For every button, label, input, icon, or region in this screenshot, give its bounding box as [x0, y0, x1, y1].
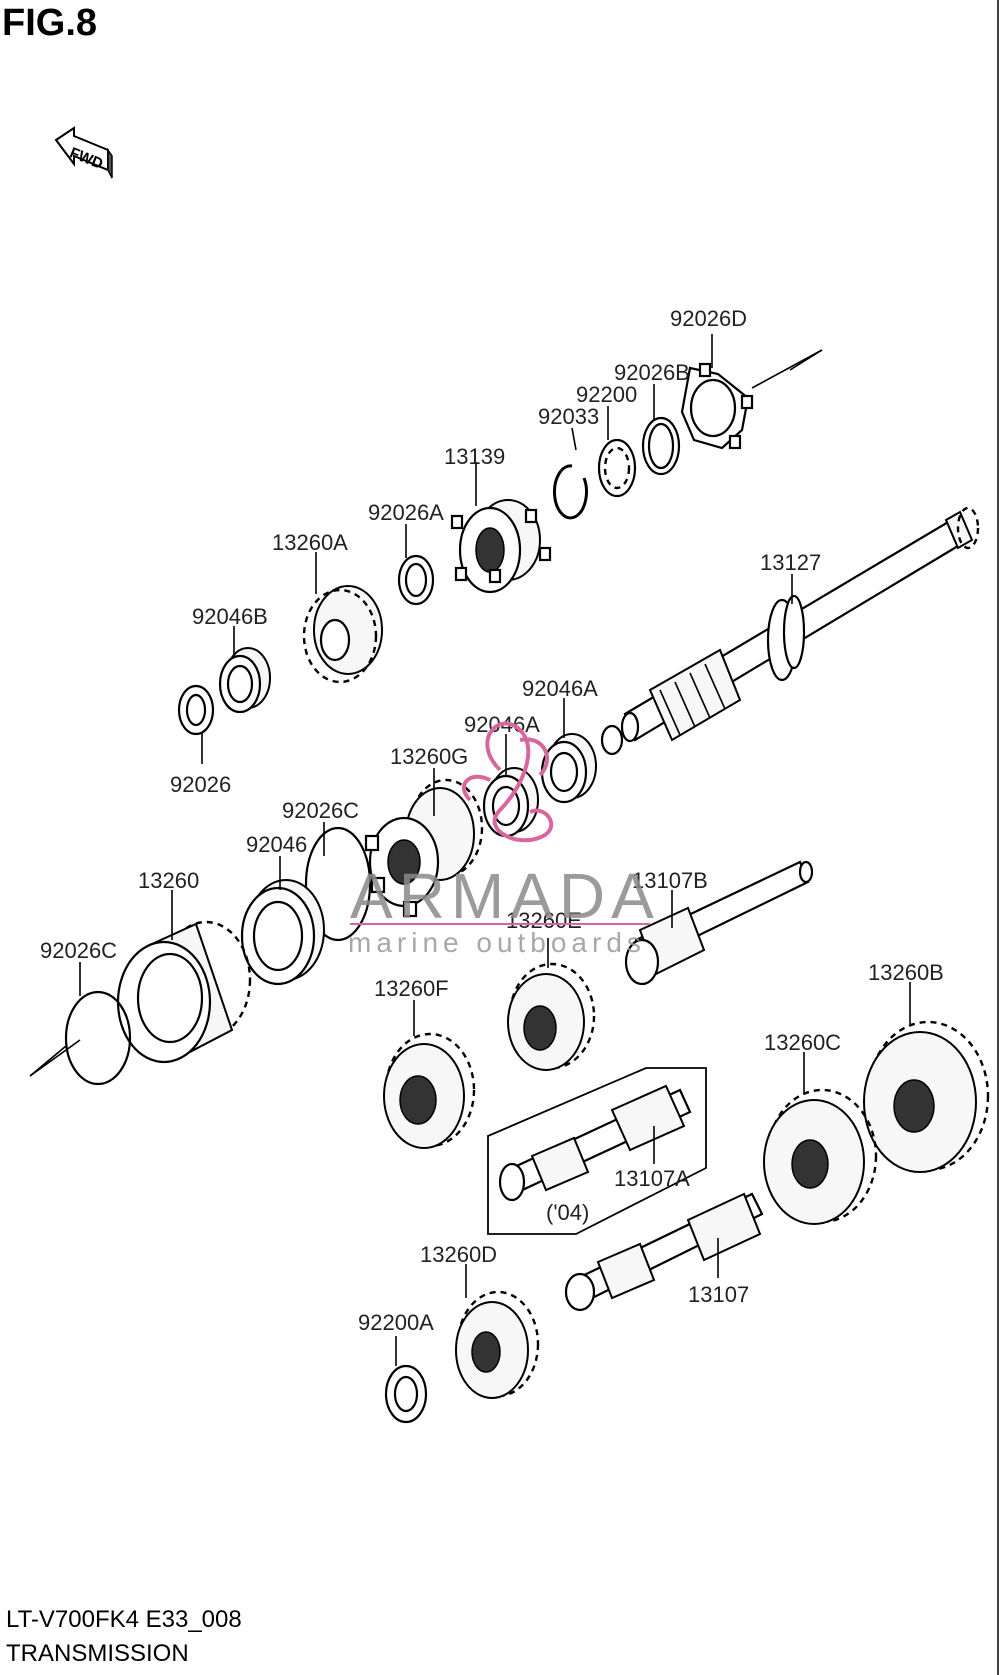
part-92046A-upper-drawing: [540, 733, 597, 804]
part-92046A-lower-drawing: [482, 767, 539, 838]
watermark-tagline: marine outboards: [348, 927, 646, 958]
label-13107B: 13107B: [632, 868, 708, 893]
part-13260A-drawing: [302, 585, 383, 684]
model-code: LT-V700FK4 E33_008: [6, 1606, 242, 1633]
part-13260G-drawing: [364, 778, 484, 918]
part-13260B-drawing: [863, 1020, 990, 1173]
part-92046B-drawing: [218, 647, 271, 714]
label-92200: 92200: [576, 382, 637, 407]
part-13139-drawing: [450, 499, 552, 594]
label-13107: 13107: [688, 1282, 749, 1307]
label-13260C: 13260C: [764, 1030, 841, 1055]
label-13139: 13139: [444, 444, 505, 469]
label-92200A: 92200A: [358, 1310, 434, 1335]
figure-title: FIG.8: [2, 2, 98, 44]
label-13260D: 13260D: [420, 1242, 497, 1267]
part-13260E-drawing: [507, 962, 596, 1071]
label-92026C-lower: 92026C: [40, 938, 117, 963]
part-13107B-drawing: [624, 860, 814, 986]
label-92026: 92026: [170, 772, 231, 797]
label-92046B: 92046B: [192, 604, 268, 629]
label-13260A: 13260A: [272, 530, 348, 555]
label-13260G: 13260G: [390, 744, 468, 769]
leader-lines: [79, 334, 911, 1366]
part-13107-drawing: [564, 1192, 764, 1312]
fwd-arrow-icon: FWD: [54, 126, 113, 179]
label-92026B: 92026B: [614, 360, 690, 385]
inset-note: ('04): [546, 1200, 589, 1225]
label-92026D: 92026D: [670, 306, 747, 331]
label-13260B: 13260B: [868, 960, 944, 985]
label-92033: 92033: [538, 404, 599, 429]
part-92046-drawing: [240, 879, 325, 986]
label-13260: 13260: [138, 868, 199, 893]
label-92046A-upper: 92046A: [522, 676, 598, 701]
label-92026A: 92026A: [368, 500, 444, 525]
part-92033-drawing: [552, 464, 588, 520]
watermark: ARMADA marine outboards: [348, 721, 660, 958]
part-13260C-drawing: [763, 1088, 878, 1225]
section-title: TRANSMISSION: [6, 1640, 189, 1667]
part-13260F-drawing: [383, 1032, 476, 1149]
parts-drawing: [29, 349, 990, 1424]
label-13260E: 13260E: [506, 908, 582, 933]
label-92026C-upper: 92026C: [282, 798, 359, 823]
watermark-brand: ARMADA: [350, 860, 660, 932]
part-labels: 92026D 92026B 92200 92033 13139 92026A 1…: [40, 306, 944, 1335]
inset-13107A-box: [487, 1067, 707, 1235]
label-92046: 92046: [246, 832, 307, 857]
part-13127-drawing: [600, 506, 980, 756]
part-92026D-drawing: [680, 362, 754, 450]
part-13260-drawing: [116, 920, 252, 1064]
watermark-logo-icon: [462, 721, 554, 843]
part-92026C-lower-drawing: [64, 990, 132, 1086]
label-13260F: 13260F: [374, 976, 449, 1001]
part-92026C-upper-drawing: [304, 826, 372, 942]
part-13260D-drawing: [455, 1290, 540, 1399]
label-13127: 13127: [760, 550, 821, 575]
label-13107A: 13107A: [614, 1166, 690, 1191]
